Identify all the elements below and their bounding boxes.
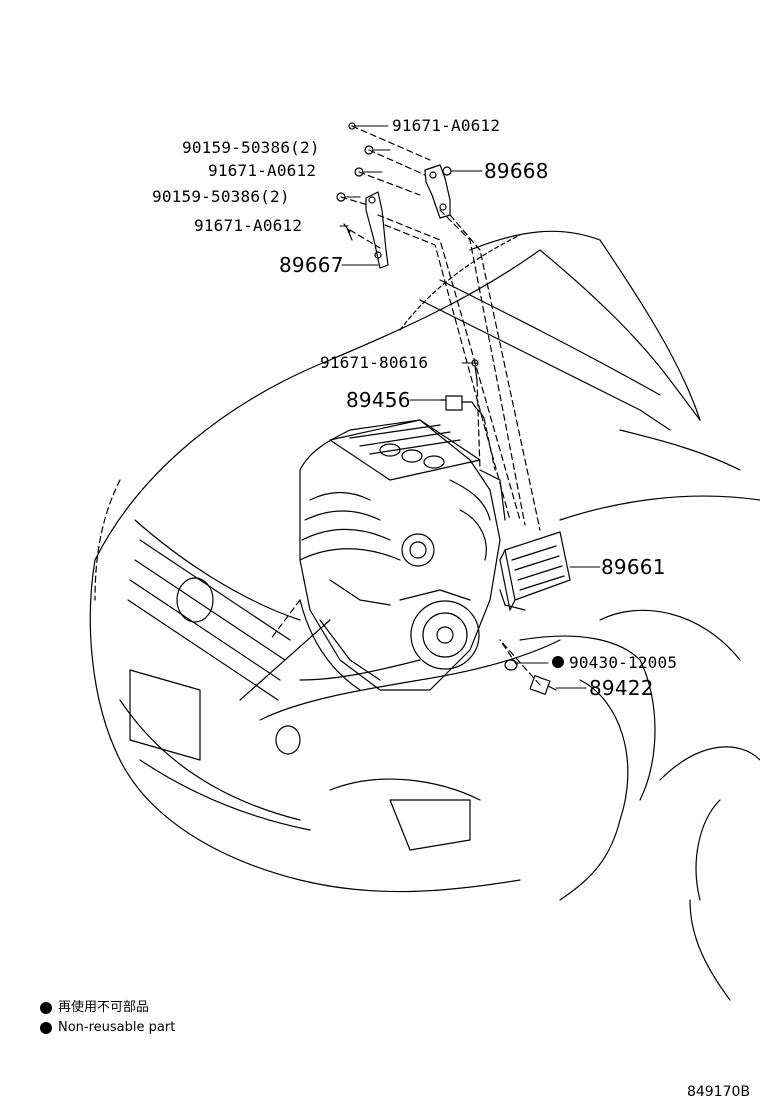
bracket-89668: [424, 164, 451, 219]
bracket-89667: [365, 191, 389, 269]
callout-part-number: 91671-80616: [320, 353, 429, 372]
non-reusable-marker-icon: [552, 656, 564, 668]
callout-part-number: 91671-A0612: [392, 116, 501, 135]
callout-part-number: 89456: [346, 388, 411, 412]
assembly-lines: [269, 125, 541, 686]
callout-part-number: 91671-A0612: [208, 161, 317, 180]
sensor-89422: [529, 675, 557, 695]
fasteners: [336, 122, 479, 381]
legend-text-japanese: 再使用不可部品: [58, 1000, 150, 1015]
engine-assembly: [299, 419, 506, 691]
callout-part-number: 91671-A0612: [194, 216, 303, 235]
legend-text-english: Non-reusable part: [58, 1020, 176, 1035]
callout-part-number: 89668: [484, 159, 549, 183]
callout-part-number: 90159-50386(2): [152, 187, 290, 206]
ecu-module: [499, 531, 571, 611]
callout-part-number: 89661: [601, 555, 666, 579]
figure-id: 849170B: [686, 1084, 750, 1100]
callout-part-number: 90159-50386(2): [182, 138, 320, 157]
car-body-outline: [89, 230, 760, 1001]
leader-lines: [339, 125, 601, 689]
callout-part-number: 90430-12005: [569, 653, 678, 672]
callout-part-number: 89422: [589, 676, 654, 700]
callout-part-number: 89667: [279, 253, 344, 277]
non-reusable-dot-icon: [40, 1022, 52, 1034]
non-reusable-dot-icon: [40, 1002, 52, 1014]
legend-row-japanese: 再使用不可部品: [40, 1000, 149, 1016]
legend-row-english: Non-reusable part: [40, 1020, 175, 1036]
